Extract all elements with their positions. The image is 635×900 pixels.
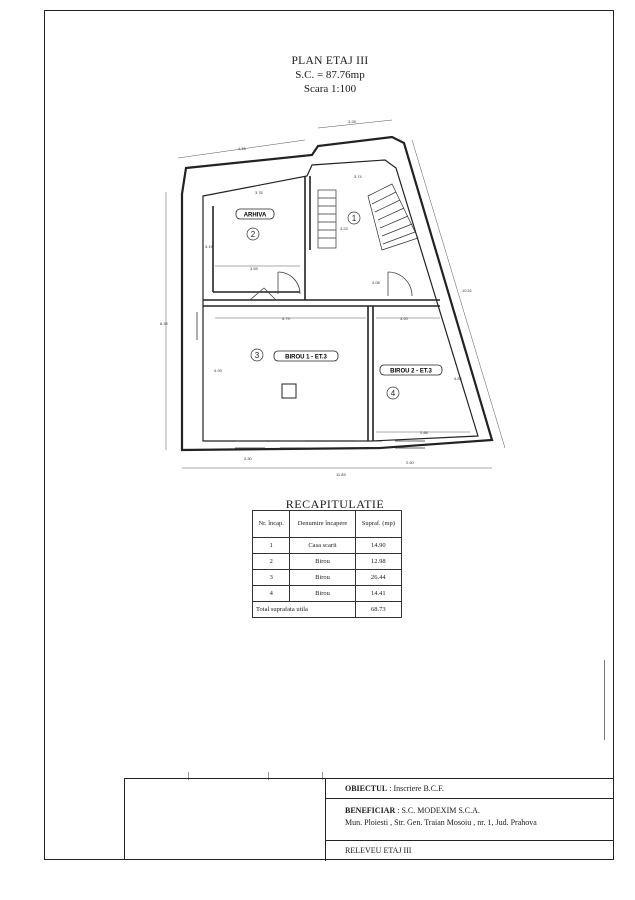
dim-arhiva-height: 3.19 <box>205 244 214 249</box>
dim-top-right: 3.28 <box>348 119 357 124</box>
dim-birou2-bottom: 2.88 <box>420 430 429 435</box>
room-label-box-4 <box>379 364 443 376</box>
dim-window-left: 2.30 <box>244 456 253 461</box>
dim-stair-top: 3.74 <box>354 174 363 179</box>
windows <box>196 312 425 449</box>
dim-left-side: 8.39 <box>160 321 169 326</box>
title-block-beneficiary: BENEFICIAR : S.C. MODEXIM S.C.A. Mun. Pl… <box>325 799 614 841</box>
dim-stair-bottom: 4.08 <box>372 280 381 285</box>
dim-birou1-height: 4.93 <box>214 368 223 373</box>
beneficiary-address: Mun. Ploiesti , Str. Gen. Traian Mosoiu … <box>345 818 537 827</box>
dim-right-side: 10.51 <box>462 288 473 293</box>
recap-table: Nr. încap. Denumire încapere Supraf. (mp… <box>251 510 403 618</box>
table-row: 2 Birou 12.98 <box>251 553 403 570</box>
room-number-3: 3 <box>255 351 260 360</box>
table-row: 4 Birou 14.41 <box>251 585 403 602</box>
title-block: OBIECTUL : Inscriere B.C.F. BENEFICIAR :… <box>124 778 614 861</box>
title-block-drawing: RELEVEU ETAJ III <box>325 841 614 861</box>
plan-title: PLAN ETAJ III <box>291 55 369 67</box>
recap-header-row: Nr. încap. Denumire încapere Supraf. (mp… <box>251 510 403 538</box>
title-block-divider <box>325 779 326 861</box>
recap-header-area: Supraf. (mp) <box>354 510 403 538</box>
dim-arhiva-bottom: 3.59 <box>250 266 259 271</box>
margin-tick <box>188 772 189 780</box>
recap-cell: 12.98 <box>354 553 403 570</box>
table-row: 1 Casa scarii 14.90 <box>251 537 403 554</box>
dim-birou2-height: 4.55 <box>454 376 463 381</box>
room-number-2: 2 <box>251 230 256 239</box>
object-label: OBIECTUL <box>345 784 388 793</box>
recap-header-nr: Nr. încap. <box>251 510 291 538</box>
plan-area: S.C. = 87.76mp <box>295 69 365 81</box>
table-row: 3 Birou 26.44 <box>251 569 403 586</box>
recap-cell: 4 <box>251 585 291 602</box>
room-label-birou2: BIROU 2 - ET.3 <box>390 369 432 375</box>
recap-cell: 3 <box>251 569 291 586</box>
room-label-arhiva: ARHIVA <box>244 213 267 219</box>
recap-cell: Birou <box>289 585 356 602</box>
title-block-object: OBIECTUL : Inscriere B.C.F. <box>325 779 614 799</box>
room-label-birou1: BIROU 1 - ET.3 <box>285 355 327 361</box>
object-value: : Inscriere B.C.F. <box>389 784 444 793</box>
recap-cell: 14.90 <box>354 537 403 554</box>
beneficiary-value: : S.C. MODEXIM S.C.A. <box>397 806 480 815</box>
dimension-lines <box>165 119 506 469</box>
recap-cell: 1 <box>251 537 291 554</box>
recap-cell: Casa scarii <box>289 537 356 554</box>
dim-window-right: 2.50 <box>406 460 415 465</box>
margin-tick <box>322 772 323 780</box>
recap-total-value: 68.73 <box>354 601 403 618</box>
dim-arhiva-top: 3.76 <box>255 190 264 195</box>
recap-header-name: Denumire încapere <box>289 510 356 538</box>
room-number-1: 1 <box>352 214 357 223</box>
column <box>281 383 297 399</box>
interior-walls <box>203 176 440 441</box>
recap-cell: Birou <box>289 569 356 586</box>
room-number-circle-2 <box>246 227 260 241</box>
room-number-circle-3 <box>250 348 264 362</box>
recap-cell: 26.44 <box>354 569 403 586</box>
dim-birou2-top: 3.20 <box>400 316 409 321</box>
staircase <box>317 183 419 251</box>
margin-mark <box>604 660 605 740</box>
outer-walls <box>180 135 494 452</box>
plan-scale: Scara 1:100 <box>303 83 357 95</box>
recap-cell: 14.41 <box>354 585 403 602</box>
dim-birou1-top: 5.79 <box>282 316 291 321</box>
dim-stair-height: 3.23 <box>340 226 349 231</box>
room-label-box-3 <box>273 350 339 362</box>
beneficiary-label: BENEFICIAR <box>345 806 396 815</box>
recap-total-row: Total suprafata utila 68.73 <box>252 601 403 618</box>
drawing-sheet <box>44 10 614 860</box>
room-number-circle-4 <box>386 386 400 400</box>
recap-cell: Birou <box>289 553 356 570</box>
dim-bottom: 11.89 <box>336 472 346 477</box>
room-number-circle-1 <box>347 211 361 225</box>
margin-tick <box>268 772 269 780</box>
recap-total-label: Total suprafata utila <box>252 601 356 618</box>
drawing-name: RELEVEU ETAJ III <box>345 846 412 855</box>
recap-cell: 2 <box>251 553 291 570</box>
room-label-box-2 <box>235 208 275 220</box>
recap-title: RECAPITULATIE <box>285 497 385 511</box>
door-swings <box>249 271 413 301</box>
room-number-4: 4 <box>391 389 396 398</box>
dim-top-left: 4.15 <box>238 146 247 151</box>
